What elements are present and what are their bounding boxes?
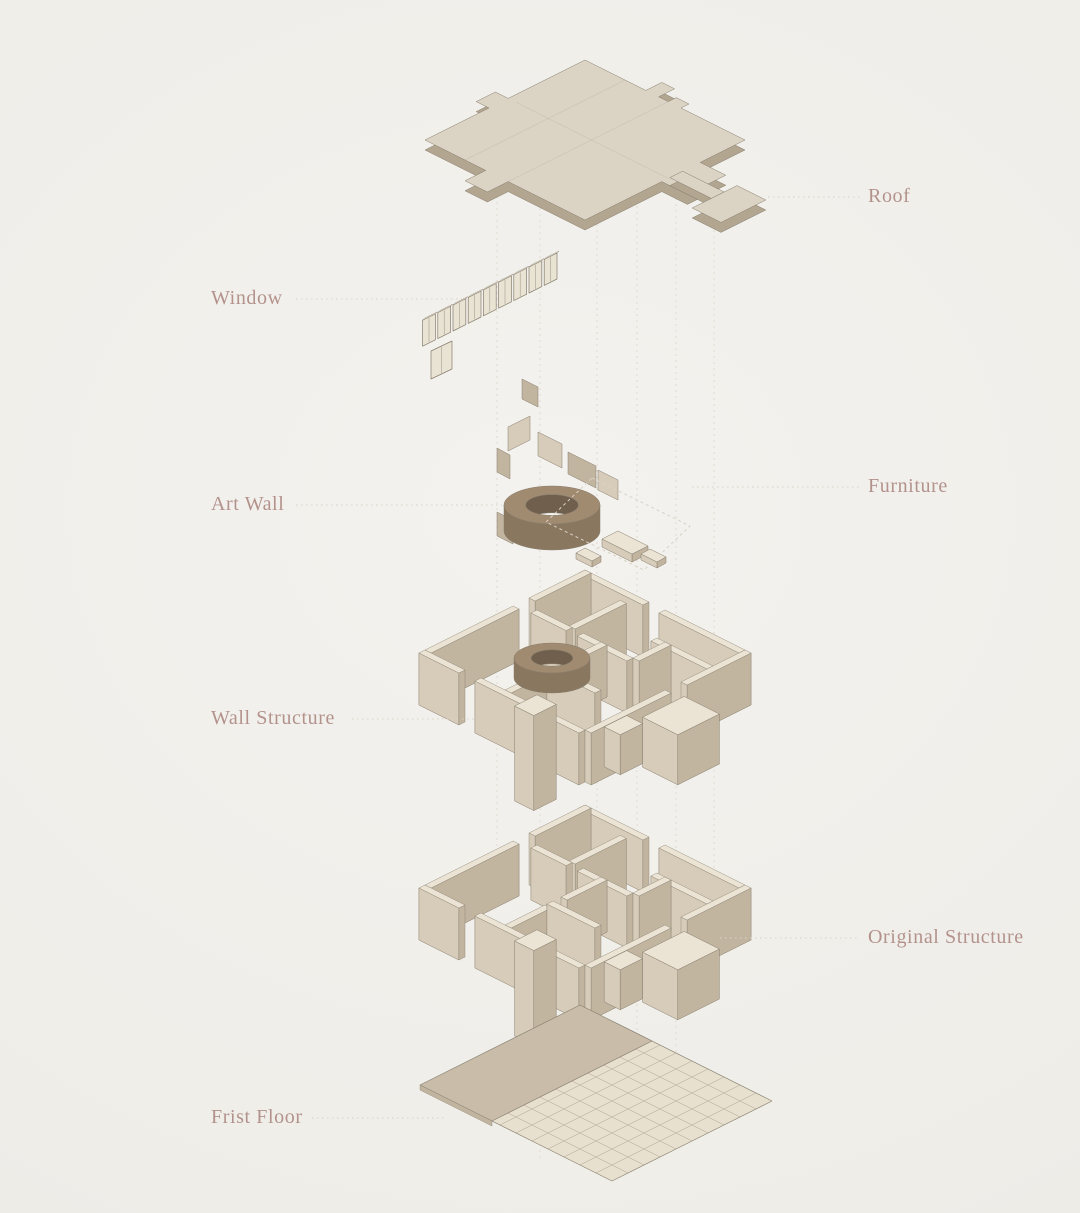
first-floor-drawing [419,1004,773,1182]
wall-structure-drawing [418,569,752,811]
roof-drawing [424,59,767,233]
label-wall-structure: Wall Structure [211,707,335,729]
label-window: Window [211,287,283,309]
leader-lines [296,196,860,1119]
label-furniture: Furniture [868,475,948,497]
label-first-floor: Frist Floor [211,1106,303,1128]
art-wall-furniture-drawing [496,378,691,571]
label-roof: Roof [868,185,911,207]
label-original-structure: Original Structure [868,926,1024,948]
original-structure-drawing [418,804,752,1046]
label-art-wall: Art Wall [211,493,285,515]
window-drawing [422,250,560,380]
